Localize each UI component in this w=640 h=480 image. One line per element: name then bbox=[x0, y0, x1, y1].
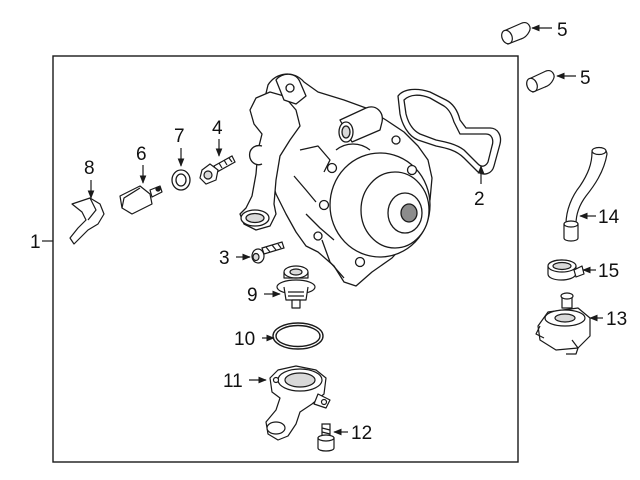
hose-clamp bbox=[548, 260, 584, 280]
callout-2: 2 bbox=[474, 165, 485, 210]
thermostat bbox=[277, 266, 315, 308]
callout-label-9: 9 bbox=[247, 285, 258, 306]
callout-label-10: 10 bbox=[234, 329, 255, 350]
callout-5-upper: 5 bbox=[531, 20, 568, 41]
callout-11: 11 bbox=[223, 371, 267, 392]
sensor-seal-ring bbox=[172, 170, 190, 190]
dowel-pin-lower bbox=[525, 71, 554, 94]
auxiliary-water-pump bbox=[536, 293, 590, 354]
callout-10: 10 bbox=[234, 329, 275, 350]
coolant-hose bbox=[564, 148, 607, 242]
callout-label-8: 8 bbox=[84, 158, 95, 179]
callout-label-13: 13 bbox=[606, 309, 627, 330]
thermostat-housing bbox=[266, 366, 330, 440]
thermostat-o-ring bbox=[273, 323, 323, 349]
callout-3: 3 bbox=[219, 248, 251, 269]
dowel-pin-upper bbox=[500, 23, 530, 46]
callout-label-5-lower: 5 bbox=[580, 68, 591, 89]
callout-9: 9 bbox=[247, 285, 281, 306]
callout-label-6: 6 bbox=[136, 144, 147, 165]
callout-label-5-upper: 5 bbox=[557, 20, 568, 41]
callout-1: 1 bbox=[30, 232, 53, 253]
callout-label-2: 2 bbox=[474, 189, 485, 210]
callout-label-7: 7 bbox=[174, 126, 185, 147]
sensor-bolt bbox=[200, 156, 235, 184]
callout-5-lower: 5 bbox=[556, 68, 591, 89]
callout-12: 12 bbox=[333, 423, 372, 444]
callout-8: 8 bbox=[84, 158, 95, 199]
callout-13: 13 bbox=[589, 309, 627, 330]
housing-bolt-12 bbox=[318, 424, 334, 451]
callout-label-12: 12 bbox=[351, 423, 372, 444]
callout-label-1: 1 bbox=[30, 232, 41, 253]
callout-4: 4 bbox=[212, 118, 223, 157]
callout-label-14: 14 bbox=[598, 207, 620, 228]
callout-6: 6 bbox=[136, 144, 147, 184]
water-pump-housing bbox=[240, 74, 432, 286]
housing-bolt bbox=[252, 242, 284, 263]
sensor-retaining-clip bbox=[70, 198, 104, 244]
callout-15: 15 bbox=[582, 261, 619, 282]
callout-label-15: 15 bbox=[598, 261, 619, 282]
callout-label-3: 3 bbox=[219, 248, 230, 269]
pump-gasket bbox=[398, 89, 501, 174]
callout-label-11: 11 bbox=[223, 371, 243, 392]
callout-14: 14 bbox=[579, 207, 620, 228]
callout-7: 7 bbox=[174, 126, 185, 167]
temperature-sensor bbox=[120, 186, 162, 214]
callout-label-4: 4 bbox=[212, 118, 223, 139]
assembly-frame bbox=[52, 55, 519, 463]
